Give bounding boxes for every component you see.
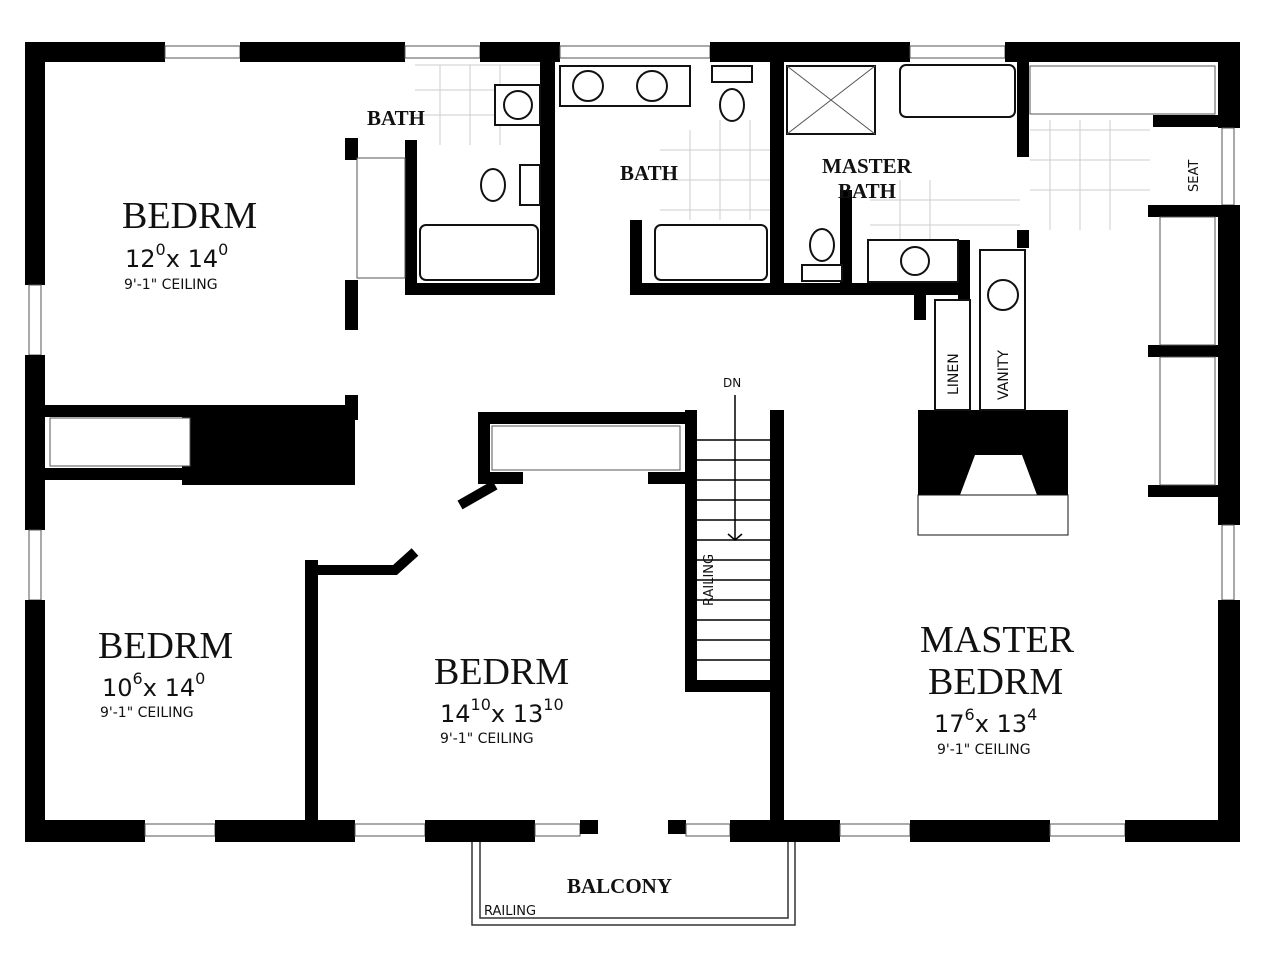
room-dimensions: 120x 140 <box>125 240 228 273</box>
interior-walls <box>45 62 1218 820</box>
room-name-line-2: BEDRM <box>928 661 1063 703</box>
room-name-master-bath-1: MASTER <box>822 154 913 178</box>
ceiling-height: 9'-1" CEILING <box>124 277 218 293</box>
stair-railing-label: RAILING <box>702 554 717 606</box>
room-name-bath-2: BATH <box>620 161 678 185</box>
room-master-bedrm: MASTER BEDRM 176x 134 9'-1" CEILING <box>920 619 1075 758</box>
room-bedrm-mid: BEDRM 1410x 1310 9'-1" CEILING <box>434 651 569 747</box>
room-dimensions: 176x 134 <box>934 705 1037 738</box>
fixtures <box>419 64 1016 283</box>
tile-floor <box>415 64 1150 240</box>
room-bedrm-sw: BEDRM 106x 140 9'-1" CEILING <box>98 625 233 721</box>
ceiling-height: 9'-1" CEILING <box>100 705 194 721</box>
room-name: BEDRM <box>98 625 233 667</box>
balcony <box>471 842 796 926</box>
ceiling-height: 9'-1" CEILING <box>937 742 1031 758</box>
ceiling-height: 9'-1" CEILING <box>440 731 534 747</box>
room-name-line-1: MASTER <box>920 619 1075 661</box>
linen-label: LINEN <box>946 353 962 395</box>
room-name: BEDRM <box>434 651 569 693</box>
seat-label: SEAT <box>1187 160 1202 192</box>
room-dimensions: 1410x 1310 <box>440 695 564 728</box>
balcony-label: BALCONY <box>567 874 672 898</box>
exterior-walls <box>25 42 1240 842</box>
room-name: BEDRM <box>122 195 257 237</box>
room-name-master-bath-2: BATH <box>838 179 896 203</box>
balcony-railing-label: RAILING <box>484 904 536 919</box>
vanity-label: VANITY <box>996 350 1012 400</box>
room-dimensions: 106x 140 <box>102 669 205 702</box>
room-name-bath-1: BATH <box>367 106 425 130</box>
stair-dn-label: DN <box>723 376 741 390</box>
room-bedrm-nw: BEDRM 120x 140 9'-1" CEILING <box>122 195 257 293</box>
